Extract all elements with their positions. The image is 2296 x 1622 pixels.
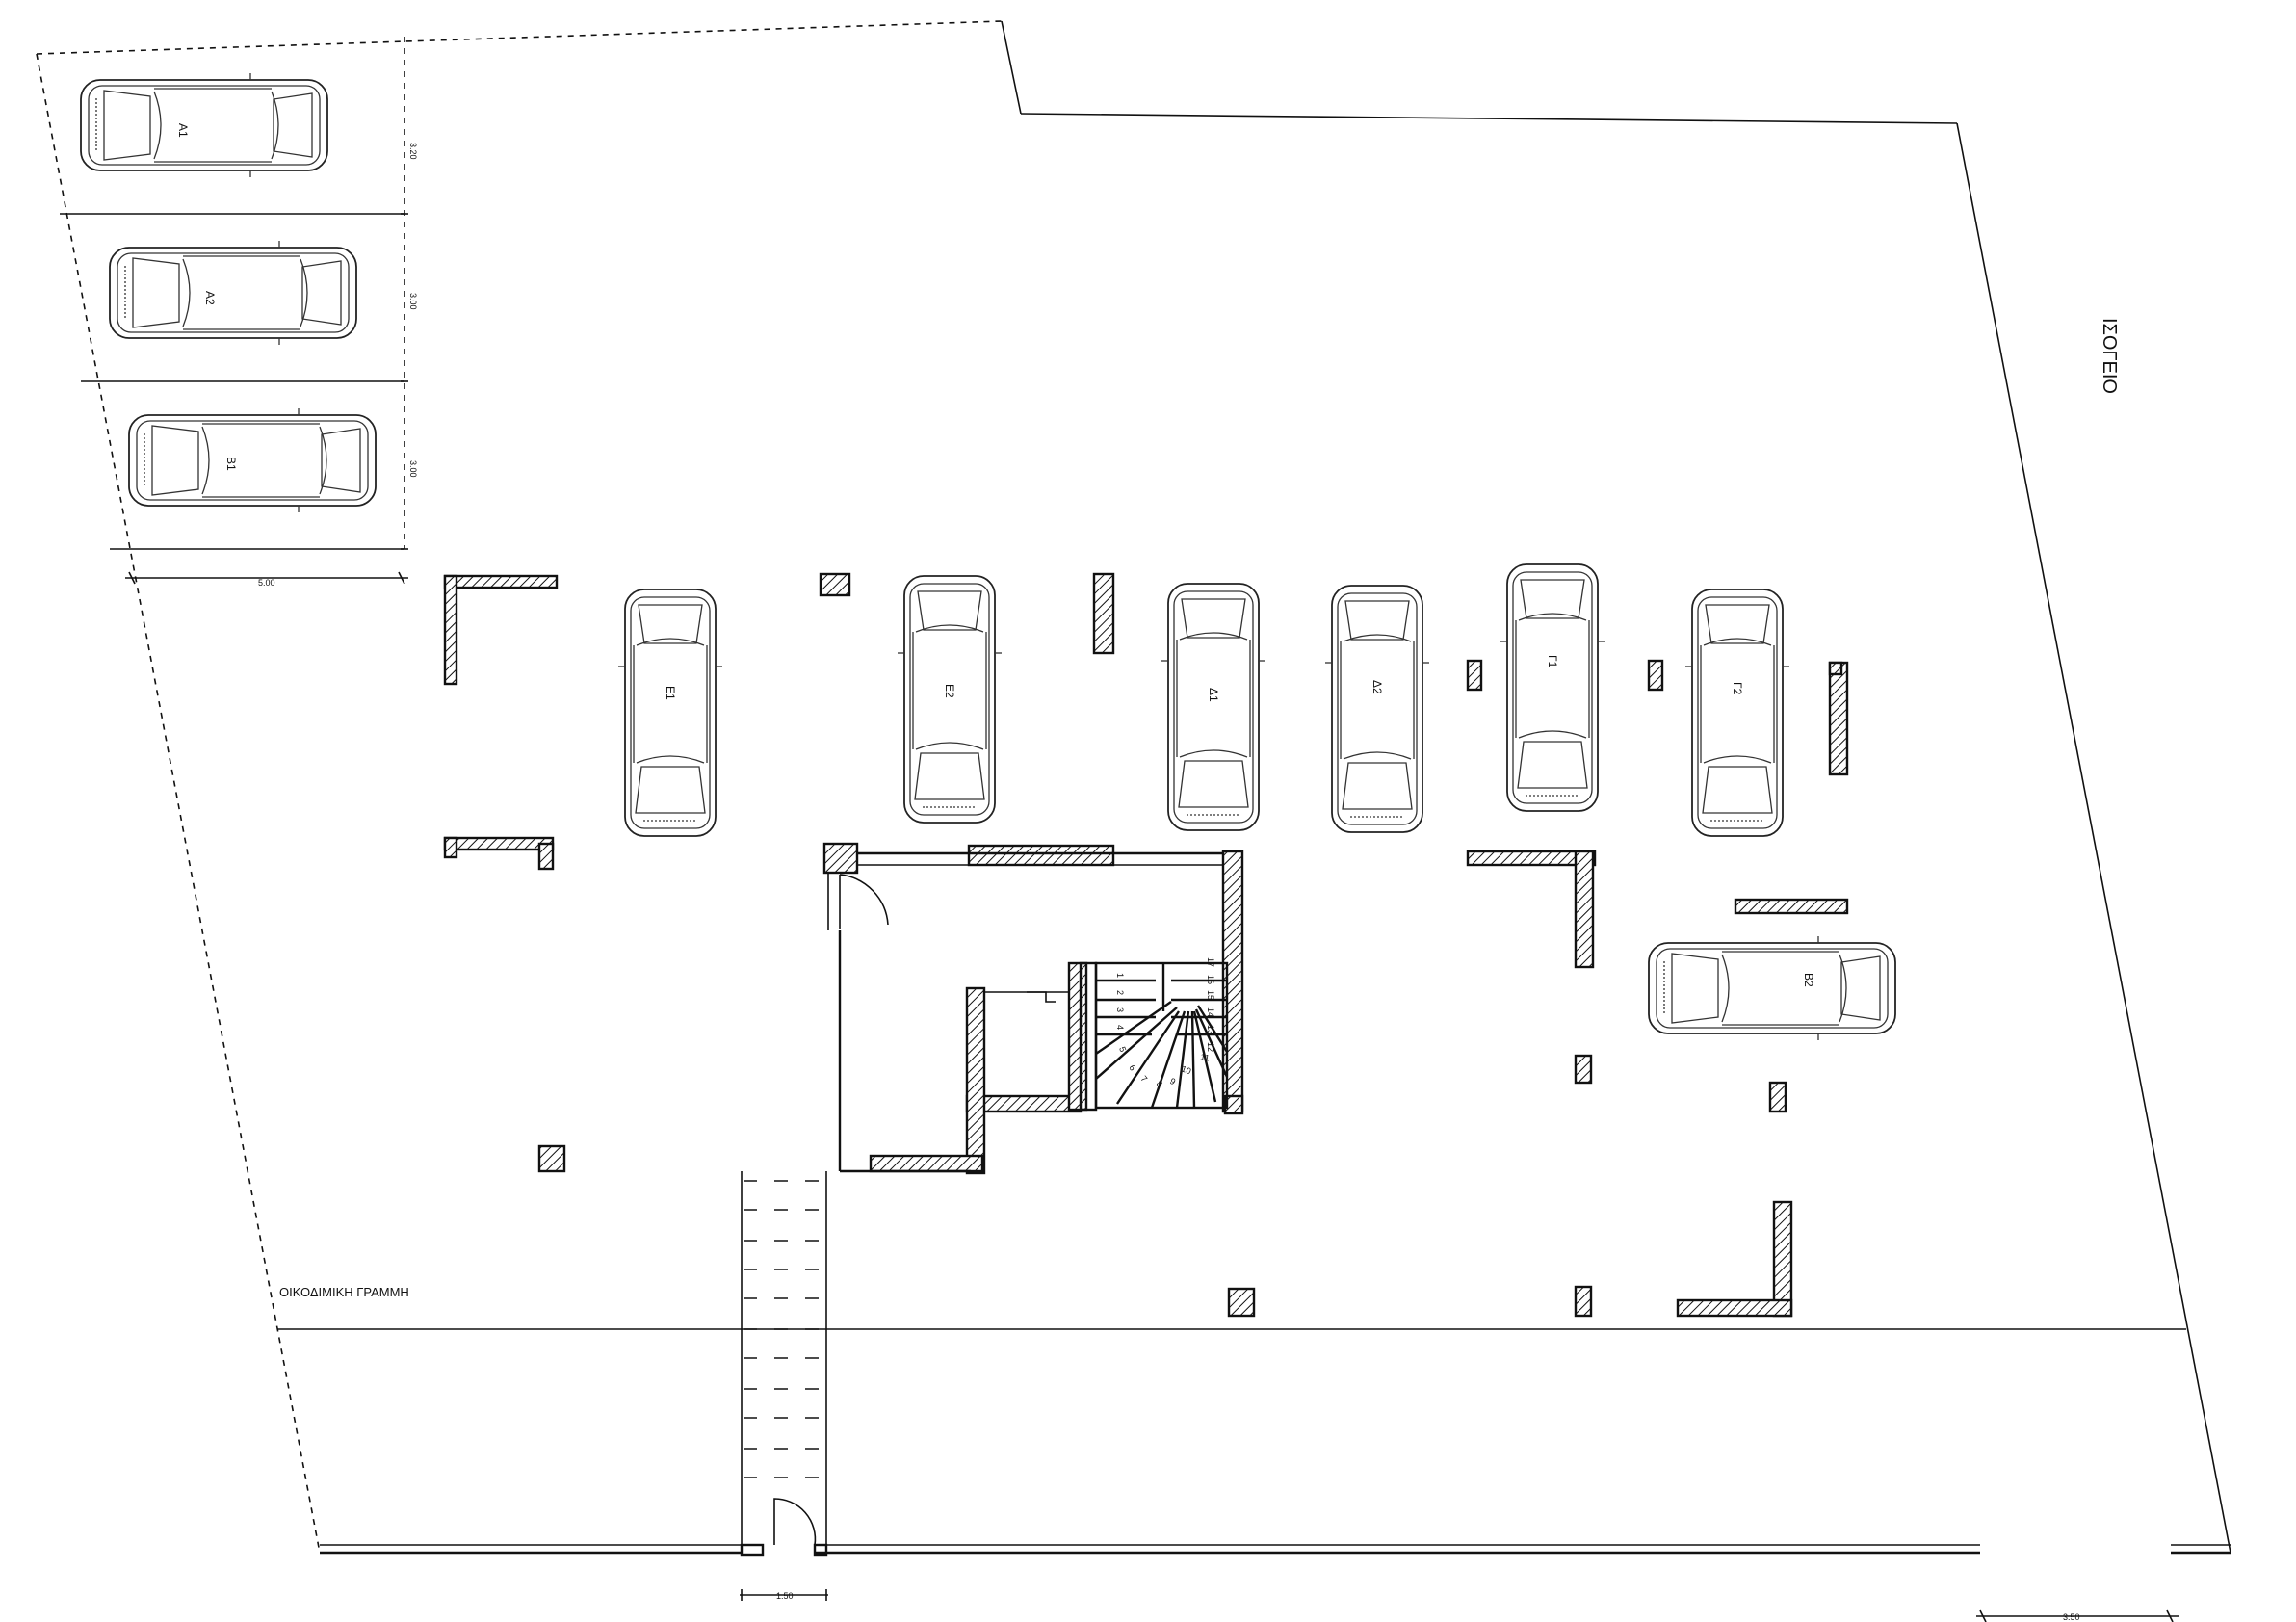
svg-text:12: 12 xyxy=(1206,1042,1215,1052)
floor-title: ΙΣΟΓΕΙΟ xyxy=(2099,318,2120,394)
spot-label-d1: Δ1 xyxy=(1207,688,1220,702)
parking-row-left xyxy=(60,37,408,550)
spot-label-b1: Β1 xyxy=(224,457,238,471)
svg-text:17: 17 xyxy=(1206,957,1215,967)
car-a1 xyxy=(80,72,328,178)
stair-step-numbers: 1 2 3 4 5 6 7 8 9 10 11 12 13 14 15 16 1… xyxy=(1115,957,1215,1089)
svg-text:16: 16 xyxy=(1206,975,1215,984)
svg-text:11: 11 xyxy=(1200,1052,1211,1062)
spot-label-e2: Ε2 xyxy=(943,684,956,698)
dim-row-length: 5.00 xyxy=(258,578,275,588)
car-d2 xyxy=(1324,585,1430,833)
svg-text:1: 1 xyxy=(1115,973,1125,978)
dim-right-line xyxy=(1976,1609,2179,1622)
car-e2 xyxy=(897,575,1003,824)
building-line-label: ΟΙΚΟΔΙΜΙΚΗ ΓΡΑΜΜΗ xyxy=(279,1285,409,1299)
structural-columns xyxy=(443,572,1849,1318)
dim-right-gap: 3.50 xyxy=(2063,1612,2080,1622)
car-d1 xyxy=(1161,583,1266,831)
dim-row-b1: 3.00 xyxy=(408,460,418,478)
spot-label-a1: Α1 xyxy=(176,123,190,138)
svg-text:2: 2 xyxy=(1115,990,1125,995)
svg-text:6: 6 xyxy=(1127,1063,1137,1072)
spot-label-g1: Γ1 xyxy=(1546,655,1559,668)
car-g1 xyxy=(1500,563,1605,812)
dim-entrance-width: 1.50 xyxy=(776,1591,794,1601)
dim-row-length-line xyxy=(125,571,408,585)
car-a2 xyxy=(109,240,357,346)
spot-label-a2: Α2 xyxy=(203,291,217,305)
car-b1 xyxy=(128,407,377,513)
dim-entrance-line xyxy=(740,1589,828,1601)
svg-text:15: 15 xyxy=(1206,990,1215,1000)
dim-row-a1: 3.20 xyxy=(408,143,418,160)
svg-text:9: 9 xyxy=(1168,1076,1177,1086)
svg-text:14: 14 xyxy=(1206,1007,1215,1017)
svg-text:7: 7 xyxy=(1138,1074,1149,1084)
svg-text:8: 8 xyxy=(1155,1079,1164,1089)
spot-label-b2: Β2 xyxy=(1802,973,1815,987)
site-boundary xyxy=(36,20,2231,1555)
car-e1 xyxy=(617,589,723,837)
spot-label-e1: Ε1 xyxy=(664,686,677,700)
dim-row-a2: 3.00 xyxy=(408,293,418,310)
car-g2 xyxy=(1684,589,1790,837)
spot-label-g2: Γ2 xyxy=(1731,682,1744,695)
car-b2 xyxy=(1648,935,1896,1041)
svg-text:4: 4 xyxy=(1115,1025,1125,1030)
spot-label-d2: Δ2 xyxy=(1370,680,1384,694)
svg-text:3: 3 xyxy=(1115,1007,1125,1012)
svg-text:10: 10 xyxy=(1180,1063,1192,1076)
svg-text:13: 13 xyxy=(1206,1025,1215,1034)
entrance-path xyxy=(740,1171,828,1557)
svg-text:5: 5 xyxy=(1117,1045,1128,1053)
stair-core xyxy=(822,842,1244,1175)
